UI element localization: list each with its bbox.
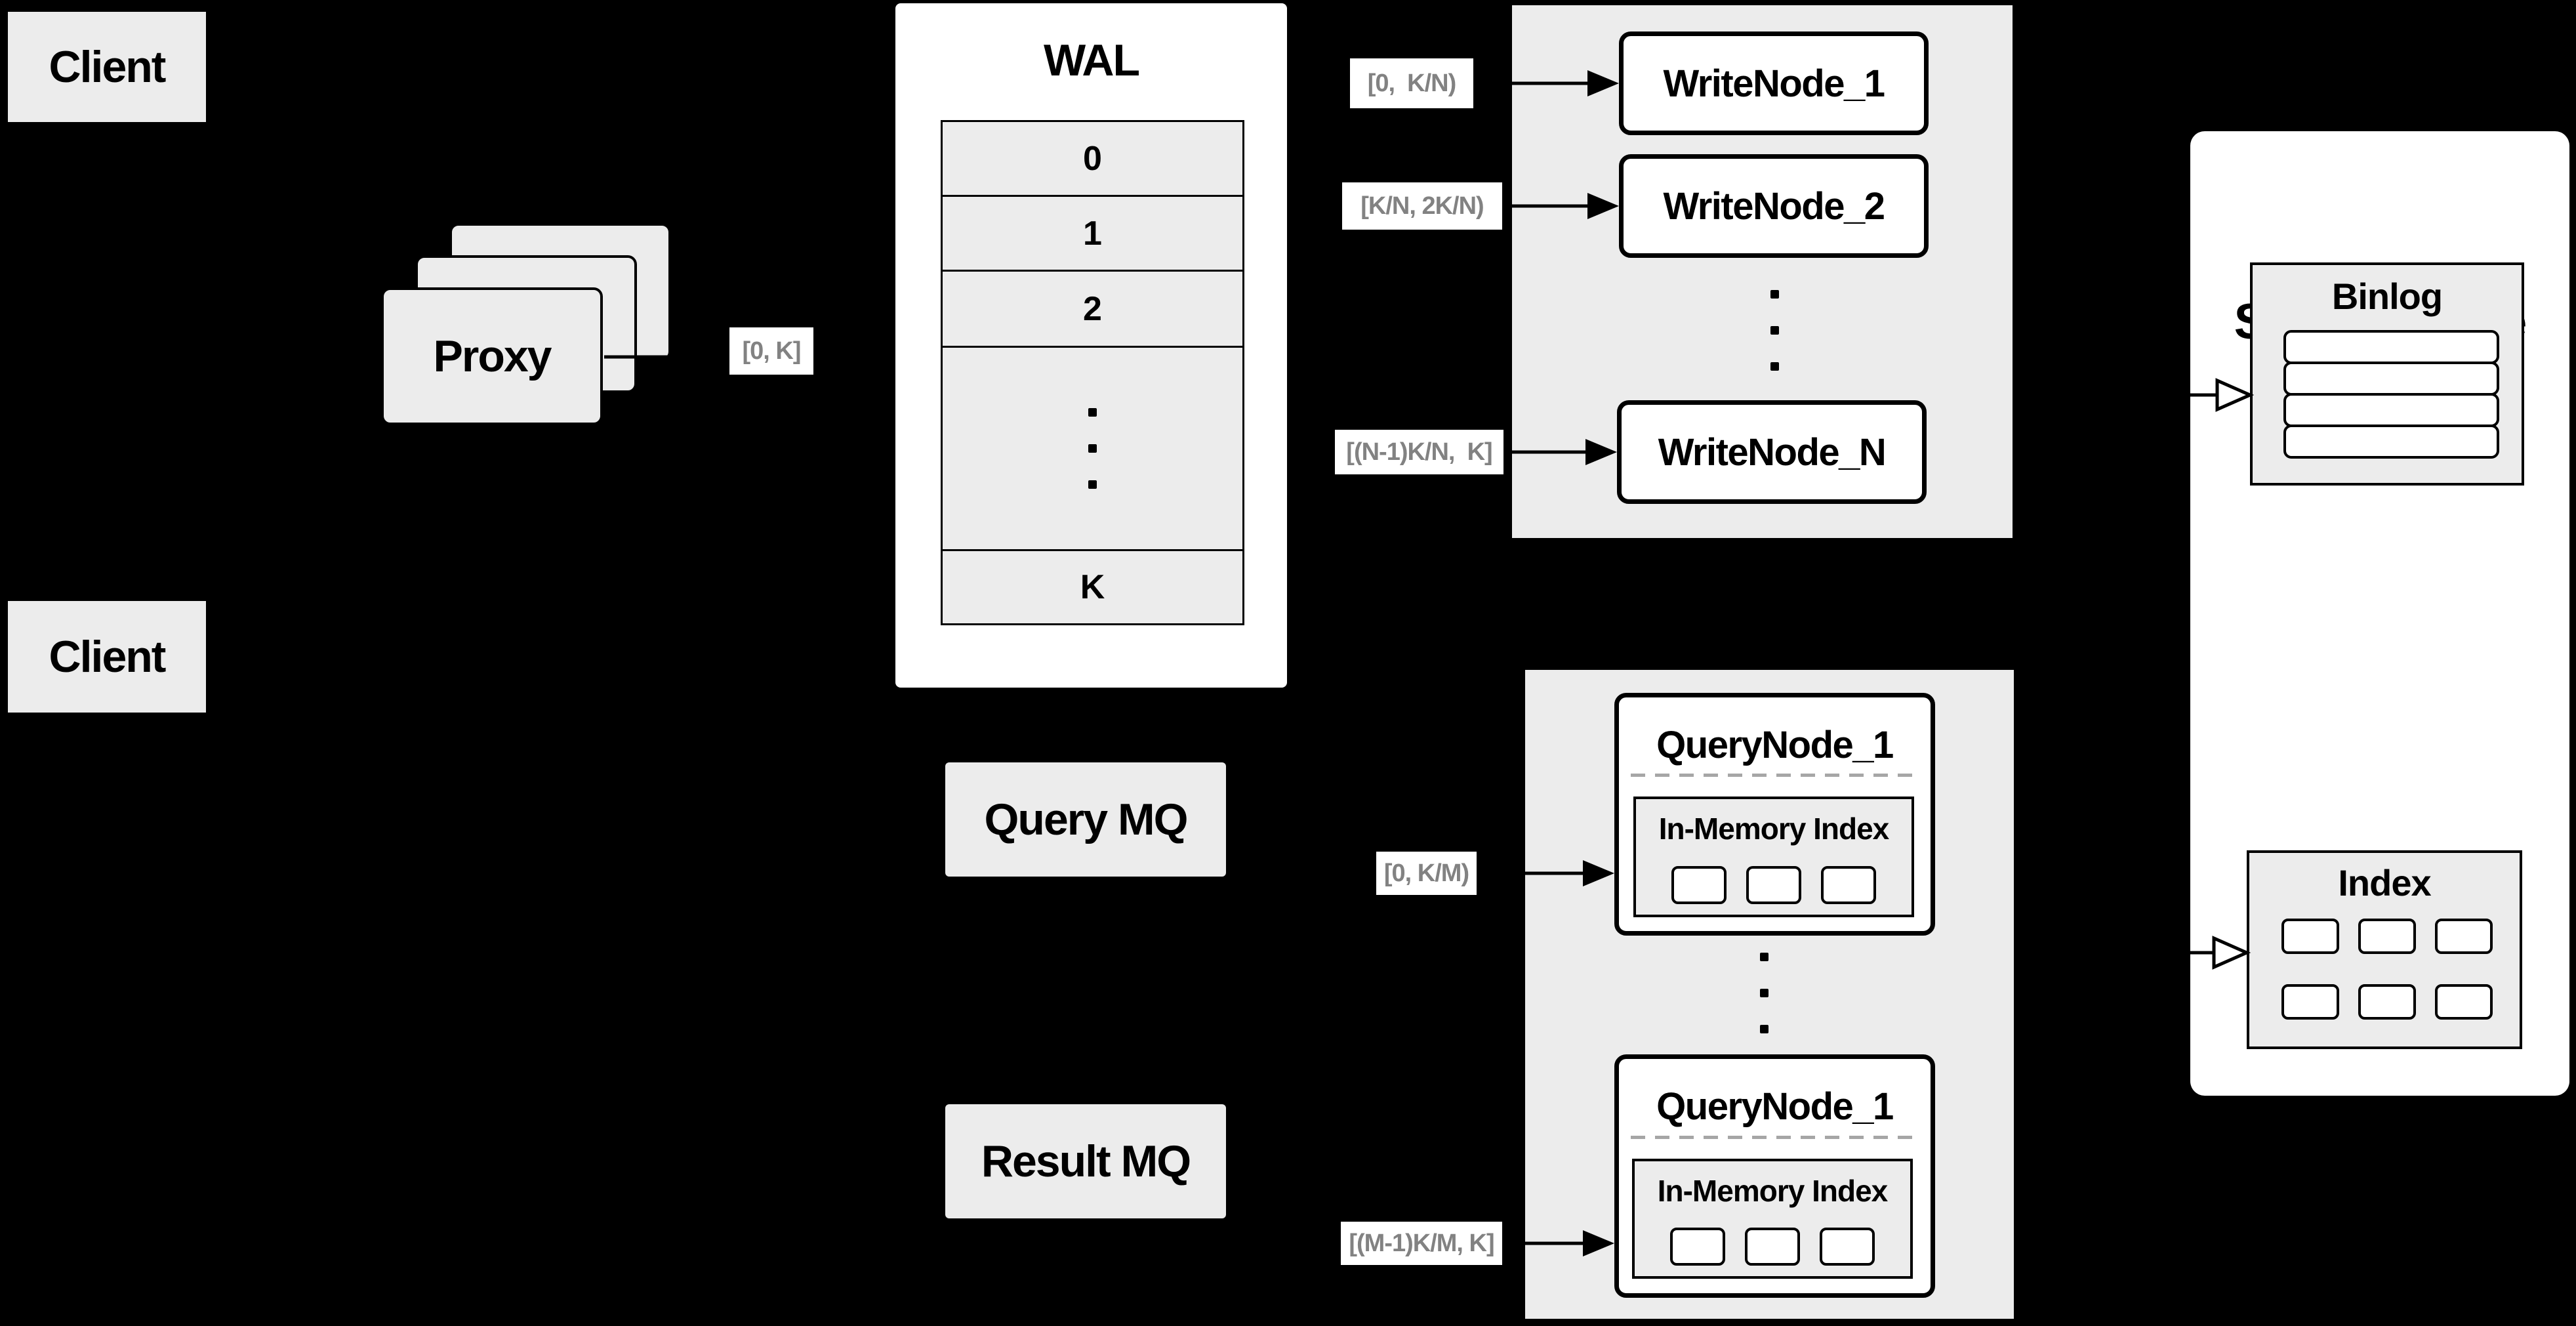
wal-row-1: 1 <box>943 197 1242 272</box>
binlog-row <box>2283 330 2499 364</box>
client-bottom-label: Client <box>49 632 167 682</box>
wal-row-k-label: K <box>1080 568 1105 606</box>
proxy-box: Proxy <box>381 287 603 425</box>
index-segment-cell <box>1820 1228 1875 1266</box>
write-node-1-label: WriteNode_1 <box>1663 62 1885 105</box>
wal-box: WAL 0 1 2 K <box>895 3 1287 688</box>
store-engine-box: Store Engine Binlog Index <box>2190 131 2569 1096</box>
index-title: Index <box>2338 861 2431 903</box>
wal-row-2-label: 2 <box>1083 289 1102 328</box>
range-label-proxy-wal: [0, K] <box>729 327 813 375</box>
wal-row-0-label: 0 <box>1083 139 1102 178</box>
write-cluster-ellipsis-icon <box>1770 290 1779 371</box>
range-label-write-n: [(N-1)K/N, K] <box>1335 430 1503 474</box>
vertical-ellipsis-icon <box>1088 408 1097 489</box>
wal-row-k: K <box>943 551 1242 623</box>
query-node-1: QueryNode_1 In-Memory Index <box>1614 693 1935 936</box>
wal-row-2: 2 <box>943 272 1242 348</box>
index-cell <box>2358 919 2416 954</box>
binlog-row <box>2283 362 2499 396</box>
write-node-1: WriteNode_1 <box>1619 31 1929 135</box>
binlog-row <box>2283 393 2499 427</box>
query-mq-label: Query MQ <box>984 795 1189 844</box>
index-cell <box>2281 919 2339 954</box>
index-segment-cell <box>1746 866 1801 904</box>
index-box: Index <box>2247 850 2522 1049</box>
query-node-1-separator <box>1631 774 1919 777</box>
binlog-rows <box>2283 330 2499 459</box>
client-top-label: Client <box>49 42 167 92</box>
index-cell <box>2281 984 2339 1020</box>
wal-row-ellipsis <box>943 348 1242 551</box>
client-box-bottom: Client <box>8 601 206 713</box>
index-cell <box>2358 984 2416 1020</box>
write-node-2: WriteNode_2 <box>1619 154 1929 258</box>
in-memory-index-title-1: In-Memory Index <box>1658 812 1890 846</box>
wal-row-1-label: 1 <box>1083 214 1102 253</box>
index-cell <box>2435 984 2493 1020</box>
in-memory-index-title-2: In-Memory Index <box>1657 1174 1889 1208</box>
range-label-write-1: [0, K/N) <box>1350 58 1473 108</box>
range-label-query-m: [(M-1)K/M, K] <box>1341 1222 1502 1265</box>
binlog-title: Binlog <box>2331 275 2443 317</box>
proxy-label: Proxy <box>433 331 552 381</box>
in-memory-index-box-2: In-Memory Index <box>1632 1159 1913 1279</box>
wal-title: WAL <box>1043 35 1140 85</box>
query-node-2-title: QueryNode_1 <box>1656 1085 1894 1128</box>
query-cluster-ellipsis-icon <box>1760 953 1768 1033</box>
binlog-row <box>2283 425 2499 459</box>
write-node-2-label: WriteNode_2 <box>1663 184 1885 228</box>
query-node-1-title: QueryNode_1 <box>1656 723 1894 766</box>
binlog-box: Binlog <box>2250 262 2524 486</box>
wal-row-0: 0 <box>943 122 1242 197</box>
result-mq-label: Result MQ <box>981 1136 1191 1186</box>
query-mq-box: Query MQ <box>945 762 1226 877</box>
result-mq-box: Result MQ <box>945 1104 1226 1218</box>
query-node-2-separator <box>1631 1136 1919 1139</box>
range-label-write-2: [K/N, 2K/N) <box>1342 182 1502 230</box>
wal-segment-table: 0 1 2 K <box>941 120 1244 625</box>
index-cell <box>2435 919 2493 954</box>
index-segment-cell <box>1670 1228 1725 1266</box>
write-node-n: WriteNode_N <box>1617 400 1927 504</box>
in-memory-index-box-1: In-Memory Index <box>1633 797 1914 917</box>
write-node-n-label: WriteNode_N <box>1658 430 1887 474</box>
range-label-query-1: [0, K/M) <box>1376 852 1477 895</box>
index-segment-cell <box>1745 1228 1800 1266</box>
client-box-top: Client <box>8 12 206 122</box>
query-node-2: QueryNode_1 In-Memory Index <box>1614 1054 1935 1298</box>
index-segment-cell <box>1821 866 1876 904</box>
index-segment-cell <box>1671 866 1727 904</box>
